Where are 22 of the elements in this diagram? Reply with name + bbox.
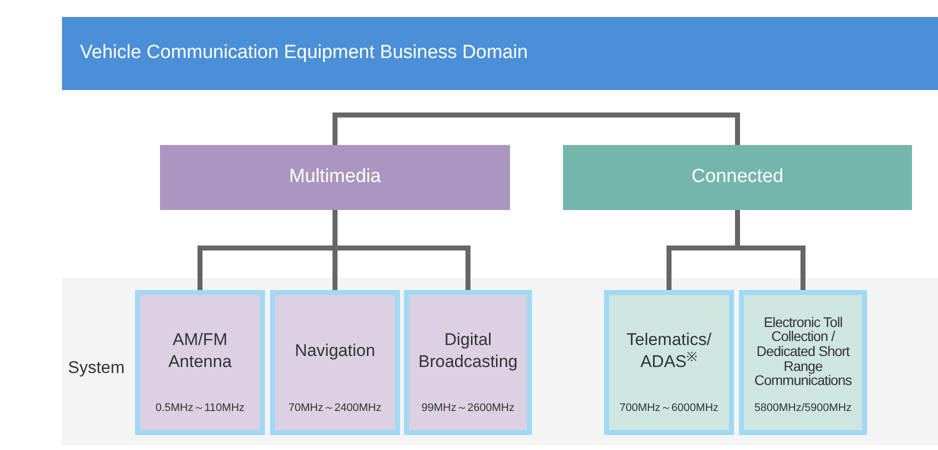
category-name: Connected xyxy=(692,165,784,190)
category-box xyxy=(563,145,912,210)
frequency-range: 0.5MHz～110MHz xyxy=(155,400,245,416)
category-box xyxy=(160,145,510,210)
frequency-range: 99MHz～2600MHz xyxy=(422,400,514,416)
system-name: Electronic Toll Collection / Dedicated Short Range Communications xyxy=(753,312,853,390)
system-name: AM/FM Antenna xyxy=(167,329,233,374)
connector-line xyxy=(332,112,740,145)
title: Vehicle Communication Equipment Business Domain xyxy=(80,41,528,66)
category-name: Multimedia xyxy=(289,165,381,190)
system-name: Digital Broadcasting xyxy=(417,329,519,374)
frequency-range: 5800MHz/5900MHz xyxy=(754,400,852,416)
frequency-range: 70MHz～2400MHz xyxy=(288,400,382,416)
system-box xyxy=(270,290,400,435)
system-name: Navigation xyxy=(294,340,376,362)
system-name: Telematics/ ADAS$^{※}$ xyxy=(625,329,713,374)
system-box xyxy=(604,290,734,435)
system-box xyxy=(135,290,265,435)
system-box xyxy=(404,290,532,435)
row-label: System xyxy=(68,357,125,379)
frequency-range: 700MHz～6000MHz xyxy=(619,400,719,416)
system-box xyxy=(739,290,867,435)
